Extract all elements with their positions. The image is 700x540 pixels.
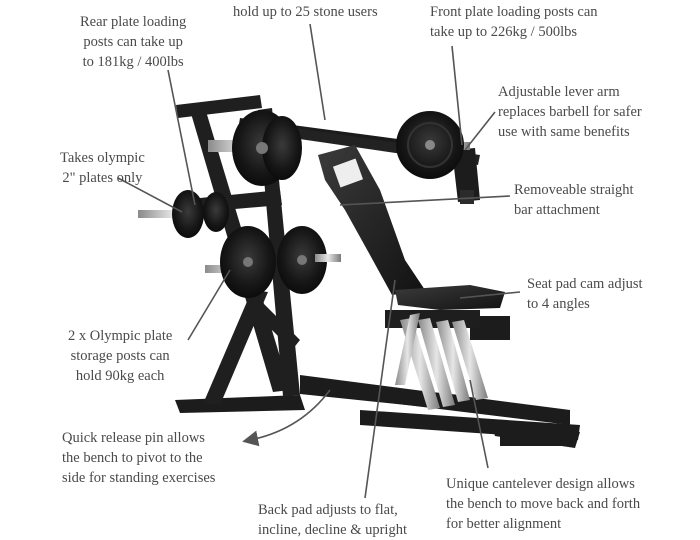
callout-rear-posts: Rear plate loading posts can take up to …	[80, 12, 186, 72]
callout-line: Quick release pin allows	[62, 430, 205, 446]
callout-line: to 181kg / 400lbs	[82, 54, 184, 70]
callout-line: take up to 226kg / 500lbs	[430, 24, 578, 40]
callout-line: hold 90kg each	[75, 368, 165, 384]
callout-lever-arm: Adjustable lever arm replaces barbell fo…	[498, 82, 642, 142]
callout-cantilever: Unique cantelever design allows the benc…	[446, 474, 640, 534]
callout-olympic-plates: Takes olympic 2" plates only	[60, 148, 145, 188]
weight-bench-illustration	[117, 23, 580, 499]
callout-line: Front plate loading posts can	[430, 4, 598, 20]
callout-line: to 4 angles	[527, 296, 590, 312]
cantilever-legs	[395, 313, 488, 410]
callout-line: Seat pad cam adjust	[527, 276, 643, 292]
callout-line: Takes olympic	[60, 150, 145, 166]
callout-line: incline, decline & upright	[258, 522, 407, 538]
callout-line: for better alignment	[446, 516, 562, 532]
callout-straight-bar: Removeable straight bar attachment	[514, 180, 634, 220]
callout-line: 2" plates only	[62, 170, 143, 186]
callout-quick-release: Quick release pin allows the bench to pi…	[62, 428, 215, 488]
callout-front-posts: Front plate loading posts can take up to…	[430, 2, 598, 42]
callout-line: the bench to pivot to the	[62, 450, 203, 466]
callout-line: the bench to move back and forth	[446, 496, 641, 512]
callout-back-pad: Back pad adjusts to flat, incline, decli…	[258, 500, 407, 540]
callout-line: posts can take up	[83, 34, 183, 50]
pointer-lines	[117, 23, 521, 499]
callout-line: storage posts can	[70, 348, 170, 364]
callout-user-capacity: hold up to 25 stone users	[233, 2, 378, 22]
callout-storage-posts: 2 x Olympic plate storage posts can hold…	[68, 326, 172, 386]
callout-line: Back pad adjusts to flat,	[258, 502, 398, 518]
callout-line: bar attachment	[514, 202, 600, 218]
callout-line: Unique cantelever design allows	[446, 476, 635, 492]
callout-line: use with same benefits	[498, 124, 630, 140]
callout-seat-pad: Seat pad cam adjust to 4 angles	[527, 274, 643, 314]
front-plate	[396, 111, 464, 179]
callout-line: 2 x Olympic plate	[68, 328, 173, 344]
callout-line: replaces barbell for safer	[498, 104, 642, 120]
rear-plates	[232, 110, 302, 186]
callout-line: Rear plate loading	[80, 14, 187, 30]
olympic-plates	[138, 190, 229, 238]
callout-line: side for standing exercises	[62, 470, 216, 486]
storage-plates	[205, 226, 341, 298]
callout-line: Adjustable lever arm	[498, 84, 620, 100]
callout-line: Removeable straight	[514, 182, 634, 198]
back-pad	[318, 145, 425, 295]
callout-line: hold up to 25 stone users	[233, 4, 378, 20]
